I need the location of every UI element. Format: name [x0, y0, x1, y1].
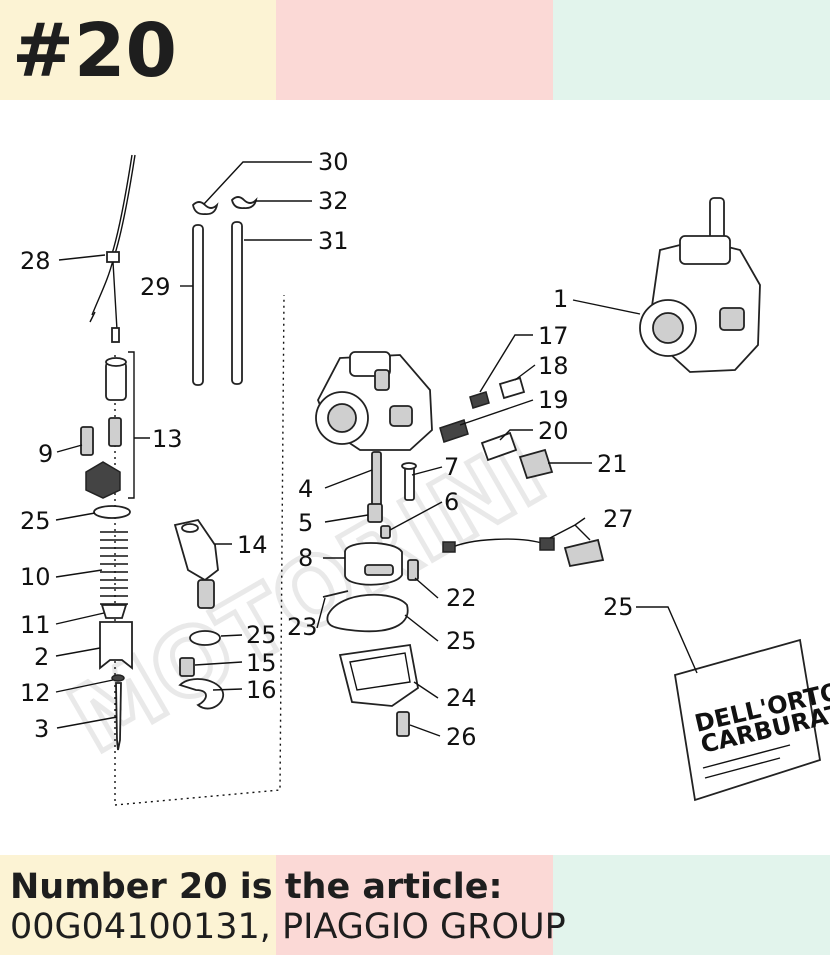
part-carb-body [315, 351, 433, 451]
label-24: 24 [446, 684, 477, 712]
part-27-wire [442, 537, 605, 568]
caption-line-2: 00G04100131, PIAGGIO GROUP [10, 907, 566, 947]
label-32: 32 [318, 187, 349, 215]
part-16-bracket [178, 678, 225, 710]
exploded-parts-diagram: MOTORINI [20, 148, 830, 806]
label-19: 19 [538, 386, 569, 414]
label-9: 9 [38, 440, 53, 468]
label-15: 15 [246, 649, 277, 677]
label-13: 13 [152, 425, 183, 453]
label-7: 7 [444, 453, 459, 481]
band-pink [276, 855, 553, 955]
part-5-jet [367, 503, 383, 523]
part-19-spring [439, 419, 469, 443]
part-8-float [344, 542, 403, 586]
part-28-cable [89, 154, 136, 343]
leader-lines [55, 161, 698, 737]
part-30-clip [192, 201, 219, 215]
part-labels: 30 32 31 28 29 1 17 18 19 20 21 13 9 7 4… [20, 148, 634, 751]
label-18: 18 [538, 352, 569, 380]
band-pink [276, 0, 553, 100]
label-8: 8 [298, 544, 313, 572]
part-2-slide [99, 621, 133, 670]
label-2: 2 [34, 643, 49, 671]
label-11: 11 [20, 611, 51, 639]
label-5: 5 [298, 509, 313, 537]
part-25-gasket-c [326, 593, 409, 633]
label-30: 30 [318, 148, 349, 176]
footer-band [0, 855, 830, 955]
band-yellow [0, 855, 276, 955]
page-title: #20 [12, 8, 177, 94]
part-12-clip [111, 674, 125, 682]
label-26: 26 [446, 723, 477, 751]
label-17: 17 [538, 322, 569, 350]
bracket-13 [128, 351, 150, 499]
label-29: 29 [140, 273, 171, 301]
part-14-lever [173, 518, 219, 609]
part-21-cap [518, 448, 554, 480]
part-6-jet [380, 525, 391, 539]
part-25-oring-b [189, 630, 221, 646]
part-nut [85, 461, 121, 499]
label-20: 20 [538, 417, 569, 445]
part-17-spring [469, 391, 490, 409]
watermark: MOTORINI [50, 415, 565, 776]
label-25-c: 25 [446, 627, 477, 655]
caption-line-1: Number 20 is the article: [10, 867, 503, 907]
band-mint [553, 0, 830, 100]
part-13-screw [108, 417, 122, 447]
label-1: 1 [553, 285, 568, 313]
part-15-screw [179, 657, 195, 677]
part-26-screw [396, 711, 410, 737]
part-10-spring [100, 531, 128, 605]
part-23-pin [322, 590, 349, 598]
guide-line-left [114, 294, 285, 806]
label-27: 27 [603, 505, 634, 533]
part-stack-top [105, 357, 127, 401]
label-12: 12 [20, 679, 51, 707]
label-6: 6 [444, 488, 459, 516]
part-22-needle [407, 559, 419, 581]
label-31: 31 [318, 227, 349, 255]
header-band [0, 0, 830, 100]
band-yellow [0, 0, 276, 100]
part-4-jet [371, 451, 382, 509]
part-11-cap [100, 604, 128, 619]
label-25-b: 25 [246, 621, 277, 649]
label-25-a: 25 [20, 507, 51, 535]
label-21: 21 [597, 450, 628, 478]
part-29-rod [192, 224, 204, 386]
label-4: 4 [298, 475, 313, 503]
watermark-text: MOTORINI [53, 418, 563, 774]
part-32-clip [231, 196, 258, 209]
part-31-rod [231, 221, 243, 385]
part-18-screw [498, 376, 526, 400]
label-23: 23 [287, 613, 318, 641]
part-25-washer-a [93, 505, 131, 519]
label-3: 3 [34, 715, 49, 743]
label-28: 28 [20, 247, 51, 275]
label-14: 14 [237, 531, 268, 559]
band-mint [553, 855, 830, 955]
label-25-d: 25 [603, 593, 634, 621]
part-20-screw [480, 431, 518, 462]
part-3-needle [115, 682, 122, 751]
part-25-gasket-packet: DELL'ORTO CARBURATORI [673, 638, 830, 802]
part-7-screw [401, 462, 417, 501]
label-16: 16 [246, 676, 277, 704]
part-9-screw [80, 426, 94, 456]
part-24-bowl [338, 643, 419, 707]
label-22: 22 [446, 584, 477, 612]
part-1-carburettor [639, 197, 761, 373]
label-10: 10 [20, 563, 51, 591]
